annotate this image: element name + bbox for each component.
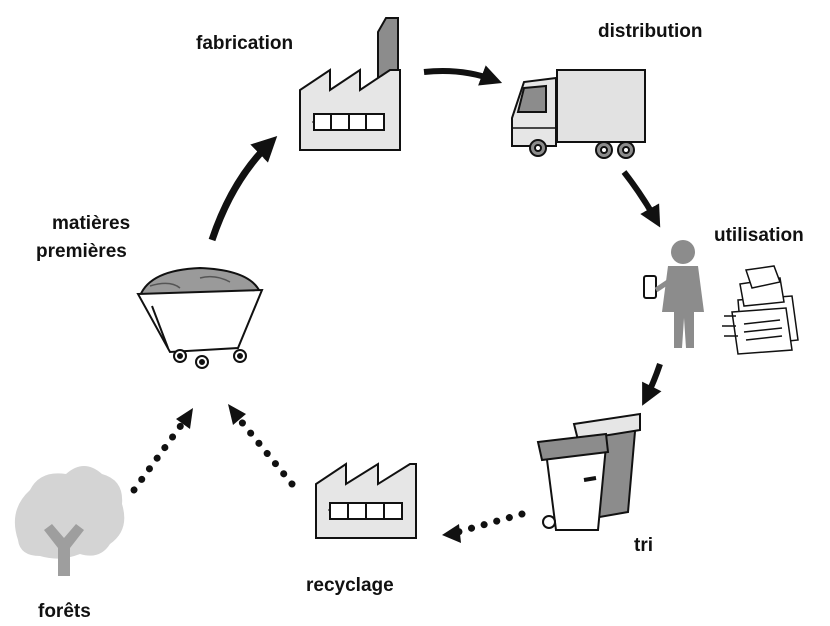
- newspaper-stack-icon: [722, 265, 799, 355]
- recycling-bins-icon: [536, 412, 641, 531]
- person-reading-icon: [643, 240, 704, 348]
- label-matieres-premieres-line1: matières: [52, 213, 131, 234]
- arrow-distribution-to-utilisation: [621, 170, 661, 228]
- factory-fabrication-icon: [299, 17, 401, 151]
- dotted-arrow-forets-to-matieres: [130, 408, 193, 494]
- arrow-fabrication-to-distribution: [423, 65, 503, 86]
- label-fabrication: fabrication: [196, 33, 294, 54]
- arrow-matieres-to-fabrication: [208, 135, 278, 242]
- label-utilisation: utilisation: [714, 225, 804, 246]
- dotted-arrow-recyclage-to-matieres: [228, 404, 296, 488]
- label-recyclage: recyclage: [306, 575, 394, 596]
- truck-icon: [511, 69, 646, 159]
- mining-cart-icon: [136, 266, 264, 369]
- tree-icon: [14, 466, 125, 576]
- label-matieres-premieres-line2: premières: [36, 241, 127, 262]
- arrow-utilisation-to-tri: [642, 363, 663, 406]
- label-forets: forêts: [38, 601, 91, 622]
- label-tri: tri: [634, 535, 653, 556]
- label-distribution: distribution: [598, 21, 703, 42]
- dotted-arrow-tri-to-recyclage: [442, 510, 526, 543]
- factory-recyclage-icon: [315, 462, 417, 539]
